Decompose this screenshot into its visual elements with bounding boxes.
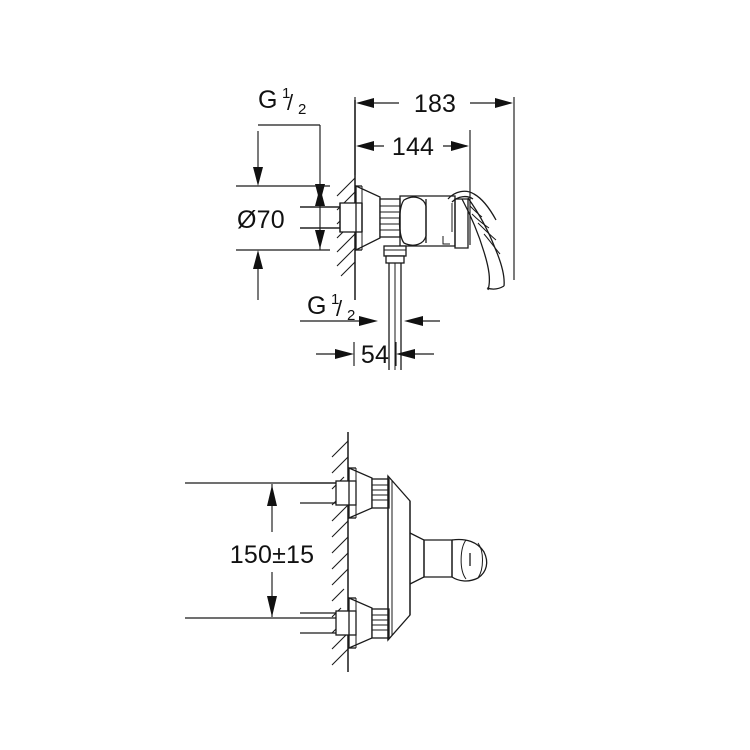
label-thread-top: G 1 / 2 — [258, 85, 306, 118]
arrow-183-left — [356, 98, 374, 108]
arrow-d70-bottom — [315, 230, 325, 249]
arrow-d70-outer-top — [253, 167, 263, 186]
dimension-thread-bottom: G 1 / 2 — [300, 291, 440, 326]
thread-top-letter: G — [258, 86, 278, 114]
dimension-144: 144 — [356, 130, 471, 245]
thread-bottom-letter: G — [307, 292, 327, 320]
thread-bottom-denominator: 2 — [347, 307, 355, 324]
label-thread-bottom: G 1 / 2 — [307, 291, 355, 324]
arrow-d70-outer-bottom — [253, 250, 263, 269]
lower-inlet-connector — [300, 597, 390, 649]
front-elevation-view: 150±15 — [185, 432, 488, 672]
mixer-body-top-view — [398, 195, 469, 249]
lever-handle-top-view — [442, 190, 505, 291]
upper-inlet-connector — [300, 467, 390, 519]
wall-hatching-bottom — [331, 440, 349, 666]
thread-bottom-slash: / — [336, 296, 343, 321]
dimension-label-150: 150±15 — [230, 541, 314, 569]
arrow-54-right — [396, 349, 415, 359]
dimension-150-pm-15: 150±15 — [185, 482, 336, 619]
union-nut-top-view — [379, 198, 401, 238]
arrow-144-left — [356, 141, 374, 151]
mixer-body-front-view — [387, 474, 411, 642]
arrow-150-top — [267, 485, 277, 506]
arrow-150-bottom — [267, 596, 277, 617]
thread-top-numerator: 1 — [282, 85, 290, 102]
dimension-diameter-70: Ø70 — [236, 131, 340, 300]
arrow-thread-bottom-right — [404, 316, 423, 326]
thread-top-denominator: 2 — [298, 101, 306, 118]
dimension-label-54: 54 — [361, 341, 389, 369]
dimension-54: 54 — [316, 341, 434, 369]
arrow-54-left — [335, 349, 354, 359]
arrow-183-right — [495, 98, 513, 108]
dimension-label-d70: Ø70 — [237, 206, 285, 234]
outlet-spout-front-view — [409, 532, 488, 585]
thread-bottom-numerator: 1 — [331, 291, 339, 308]
arrow-d70-top — [315, 187, 325, 206]
side-elevation-view: 183 144 G 1 / 2 — [236, 85, 515, 370]
escutcheon-cone-top-view — [355, 184, 381, 252]
arrow-thread-bottom-left — [359, 316, 378, 326]
dimension-label-144: 144 — [392, 133, 434, 161]
outlet-pipe-top-view — [383, 245, 407, 370]
thread-top-slash: / — [287, 90, 294, 115]
arrow-144-right — [451, 141, 469, 151]
dimension-183: 183 — [354, 90, 515, 280]
dimension-label-183: 183 — [414, 90, 456, 118]
